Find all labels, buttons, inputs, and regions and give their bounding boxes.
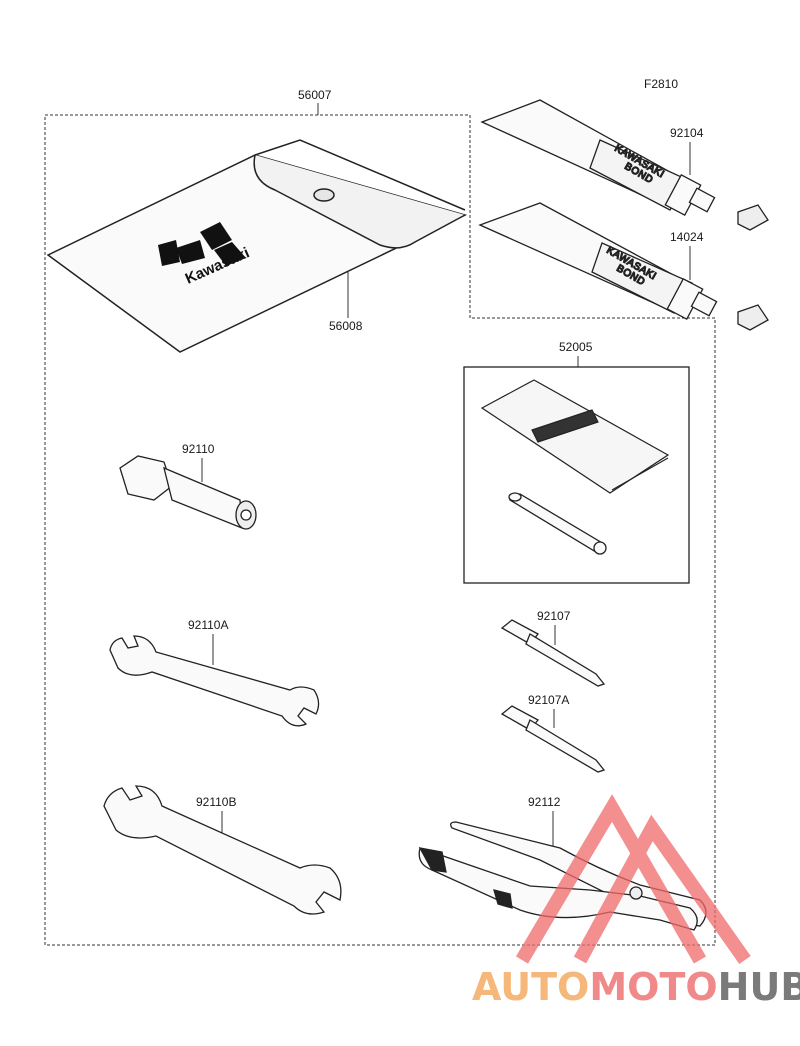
label-92107: 92107 bbox=[537, 609, 571, 623]
label-92107A: 92107A bbox=[528, 693, 569, 707]
socket-tool bbox=[119, 455, 257, 530]
watermark-text: AUTOMOTOHUB bbox=[472, 965, 800, 1009]
label-92104: 92104 bbox=[670, 126, 704, 140]
label-92110A: 92110A bbox=[188, 618, 228, 632]
figure-code: F2810 bbox=[644, 77, 678, 91]
instruction-packet bbox=[480, 379, 670, 494]
label-92112: 92112 bbox=[528, 795, 561, 809]
wrench-a bbox=[109, 635, 320, 727]
label-14024: 14024 bbox=[670, 230, 704, 244]
repair-kit-box bbox=[463, 366, 690, 584]
screwdriver-bit-a bbox=[500, 705, 606, 773]
label-56008: 56008 bbox=[329, 319, 363, 333]
kit-frame bbox=[44, 114, 716, 946]
watermark-hub: HUB bbox=[718, 965, 800, 1009]
label-92110: 92110 bbox=[182, 442, 215, 456]
bond-tube-2: KAWASAKI BOND bbox=[478, 202, 769, 331]
label-92110B: 92110B bbox=[196, 795, 236, 809]
wrench-b bbox=[103, 785, 342, 915]
watermark-moto: MOTO bbox=[589, 965, 717, 1009]
watermark-triangle-icon bbox=[515, 794, 751, 965]
valve-tool bbox=[508, 492, 607, 555]
label-56007: 56007 bbox=[298, 88, 332, 102]
watermark: AUTOMOTOHUB bbox=[472, 794, 800, 1009]
watermark-auto: AUTO bbox=[472, 965, 589, 1009]
tool-bag: Kawasaki bbox=[46, 139, 468, 353]
label-52005: 52005 bbox=[559, 340, 593, 354]
screwdriver-bit bbox=[500, 619, 606, 687]
